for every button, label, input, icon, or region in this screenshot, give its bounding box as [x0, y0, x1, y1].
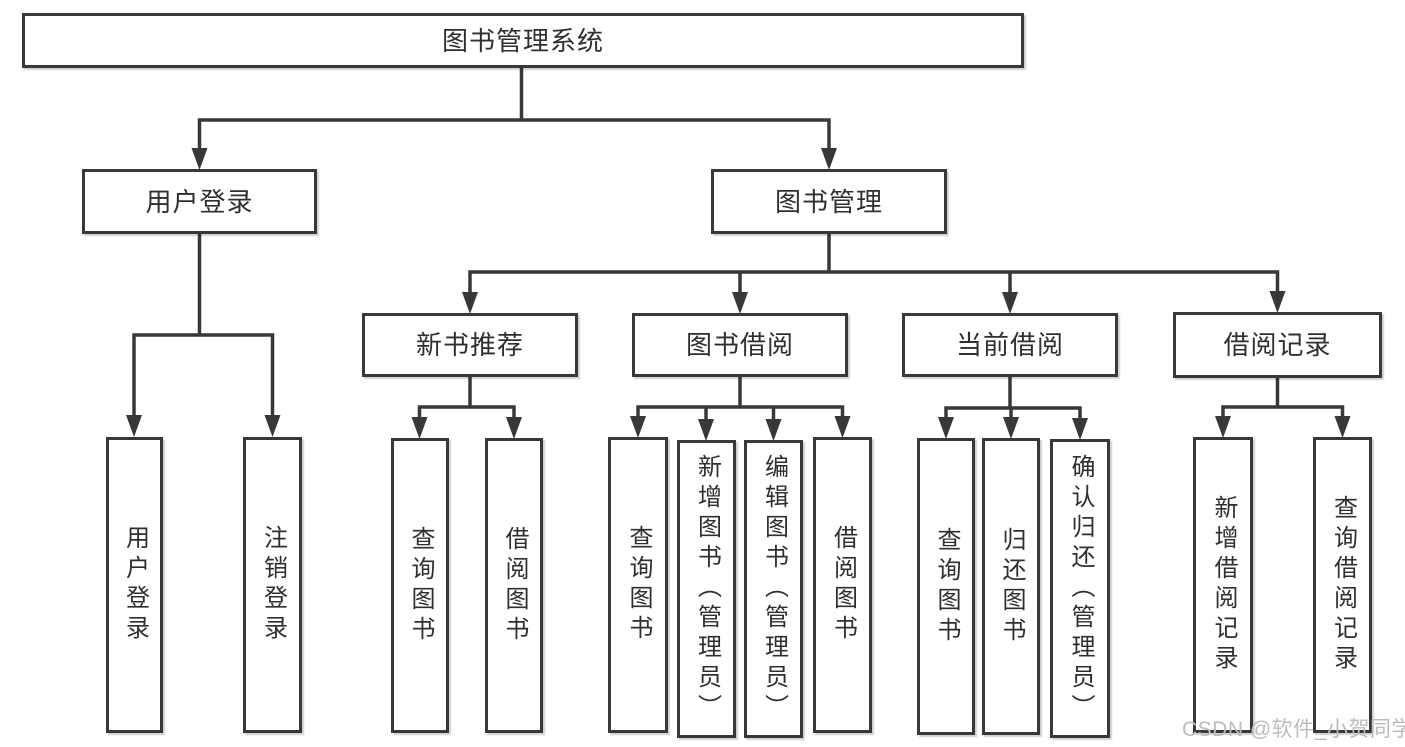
leaf-query-borrow-record: 查询借阅记录: [1313, 437, 1372, 733]
leaf-user-login: 用户登录: [106, 437, 163, 733]
node-new-book-recommend: 新书推荐: [362, 313, 578, 377]
node-book-borrowing: 图书借阅: [632, 313, 848, 377]
node-book-management-branch: 图书管理: [711, 169, 947, 234]
node-user-login-branch: 用户登录: [82, 169, 317, 234]
node-borrowing-records: 借阅记录: [1173, 312, 1382, 378]
leaf-borrow-books-recommend: 借阅图书: [485, 438, 543, 733]
leaf-add-books-admin: 新增图书（管理员）: [677, 440, 736, 738]
node-current-borrowing: 当前借阅: [902, 313, 1118, 377]
watermark: CSDN @软件_小贺同学: [1182, 718, 1405, 741]
leaf-query-books-borrowing: 查询图书: [608, 437, 668, 733]
leaf-confirm-return-admin: 确认归还（管理员）: [1050, 439, 1110, 738]
leaf-query-books-current: 查询图书: [917, 438, 975, 735]
leaf-borrow-books: 借阅图书: [813, 437, 872, 733]
leaf-logout: 注销登录: [243, 437, 302, 733]
node-root: 图书管理系统: [22, 13, 1024, 68]
leaf-return-books: 归还图书: [982, 438, 1040, 735]
leaf-add-borrow-record: 新增借阅记录: [1193, 437, 1253, 733]
leaf-edit-books-admin: 编辑图书（管理员）: [744, 440, 803, 738]
leaf-query-books-recommend: 查询图书: [391, 438, 449, 733]
arrowhead-icons: [126, 148, 1351, 441]
